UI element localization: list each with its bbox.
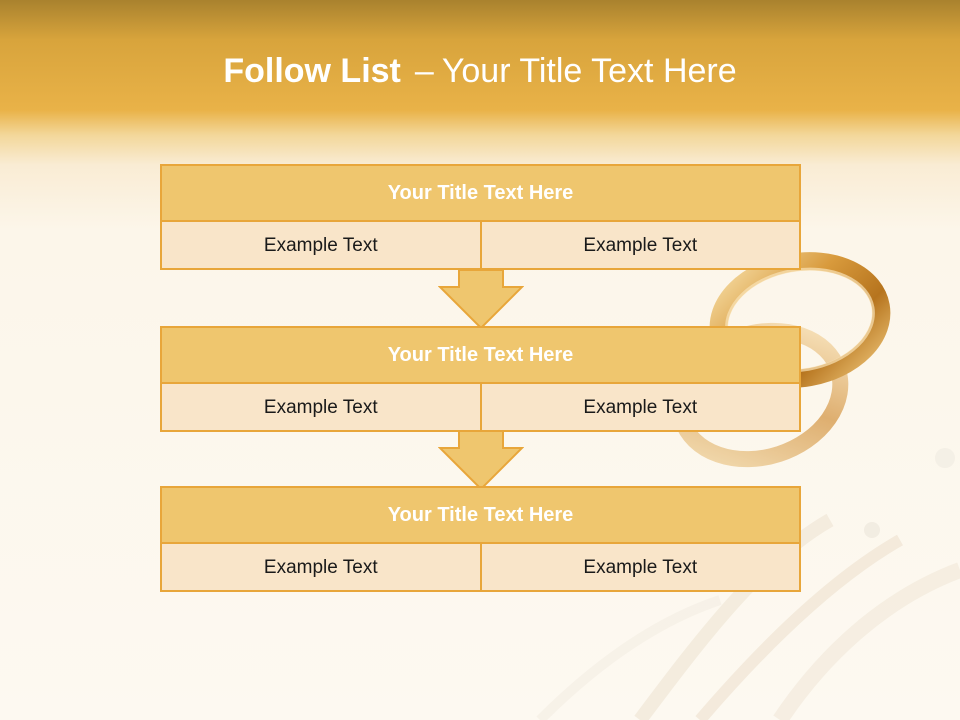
step-cell-left: Example Text — [263, 557, 378, 578]
step-cell-left: Example Text — [263, 397, 378, 418]
step-cell-left: Example Text — [263, 235, 378, 256]
step-title: Your Title Text Here — [162, 166, 799, 222]
step-title: Your Title Text Here — [162, 328, 799, 384]
step-box-2: Your Title Text Here Example Text Exampl… — [160, 326, 801, 432]
slide-title-dash: – — [414, 52, 434, 90]
down-arrow-icon — [438, 431, 524, 491]
step-row: Example Text Example Text — [162, 544, 799, 592]
down-arrow-icon — [438, 270, 524, 330]
step-row: Example Text Example Text — [162, 384, 799, 432]
step-title: Your Title Text Here — [162, 488, 799, 544]
slide-title-bold: Follow List — [223, 52, 401, 90]
slide-title: Follow List–Your Title Text Here — [0, 52, 960, 91]
step-cell-right: Example Text — [479, 384, 800, 432]
step-cell-right: Example Text — [479, 222, 800, 270]
step-row: Example Text Example Text — [162, 222, 799, 270]
step-box-3: Your Title Text Here Example Text Exampl… — [160, 486, 801, 592]
slide-title-rest: Your Title Text Here — [441, 52, 737, 90]
step-box-1: Your Title Text Here Example Text Exampl… — [160, 164, 801, 270]
step-cell-right: Example Text — [479, 544, 800, 592]
